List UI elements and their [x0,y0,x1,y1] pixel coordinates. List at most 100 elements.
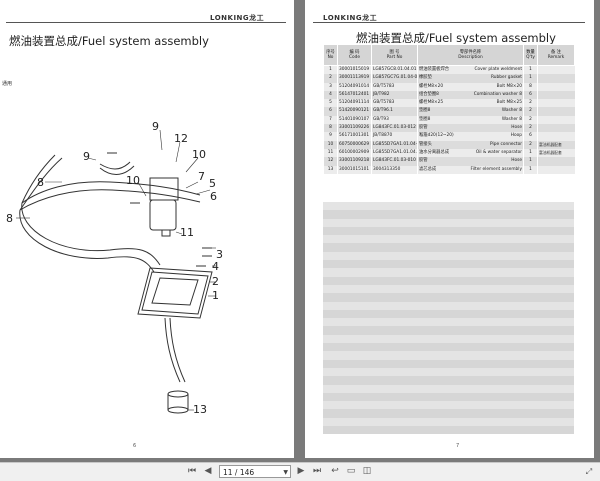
cell-description: 垫圈8 Washer 8 [417,115,524,125]
description-en: Bolt M8×20 [496,83,522,89]
col-part-no: 图 号 Part No [371,44,418,66]
cell-remark [537,165,575,174]
cell-no: 6 [323,107,338,116]
empty-row [323,276,574,285]
empty-row [323,218,574,227]
description-en: Rubber gasket [490,75,522,81]
cell-no: 4 [323,90,338,100]
description-cn: 垫圈8 [419,116,431,122]
cell-part: GB/T96.1 [371,107,418,116]
description-cn: 垫圈8 [419,108,431,114]
description-en: Combination washer 8 [473,91,522,97]
cell-code: 51420090121 [337,107,372,116]
description-en: Washer 8 [501,116,522,122]
cell-no: 5 [323,99,338,108]
cell-remark [537,107,575,116]
cell-remark [537,82,575,91]
brand-logo: LONKING龙工 [210,14,265,22]
single-page-icon[interactable]: ▭ [346,466,356,476]
cell-qty: 2 [523,115,538,125]
cell-qty: 6 [523,132,538,141]
description-cn: 喉箍d20(12~20) [419,133,454,139]
fit-page-icon[interactable]: ⤢ [585,467,593,476]
two-page-icon[interactable]: ◫ [362,466,372,476]
empty-row [323,243,574,252]
description-cn: 螺栓M8×25 [419,100,444,106]
cell-code: 33001109218 [337,157,372,166]
cell-description: 喉箍d20(12~20) Hoop [417,132,524,141]
description-cn: 滤芯总成 [419,166,437,172]
callout-13: 13 [193,403,207,416]
description-cn: 燃油装置板焊合 [419,67,450,72]
empty-row [323,318,574,327]
first-page-icon[interactable]: ⏮ [187,466,197,476]
cell-code: 30001015101 [337,165,372,174]
empty-row [323,343,574,352]
cell-code: 30001113919 [337,74,372,83]
cell-code: 30001015019 [337,65,372,75]
applies-label: 通用 [2,81,13,87]
description-en: Oil & water separator [475,149,522,155]
description-en: Hose [511,158,522,164]
callout-10-right: 10 [192,148,206,161]
cell-part: LG843FC.01.03-010 [371,157,418,166]
col-remark: 备 注 Remark [537,44,575,66]
cell-qty: 1 [523,157,538,166]
empty-row [323,260,574,269]
last-page-icon[interactable]: ⏭ [312,466,322,476]
page-title: 燃油装置总成/Fuel system assembly [9,34,209,48]
page-number: 7 [456,443,460,449]
cell-part: GB/T93 [371,115,418,125]
table-header: 序号 No 编 码 Code 图 号 Part No 零部件名称 Descrip… [323,44,575,66]
callout-10-left: 10 [126,174,140,187]
table-row: 230001113919LG857GC7G.01.04-001橡胶垫Rubber… [323,74,575,83]
empty-row [323,351,574,360]
empty-row [323,251,574,261]
callout-12: 12 [174,132,188,145]
cell-part: GB/T5783 [371,82,418,91]
empty-row [323,235,574,244]
cell-code: 56147012401 [337,90,372,100]
cell-no: 12 [323,157,338,166]
description-en: Hoop [510,133,522,139]
cell-remark [537,90,575,100]
cell-code: 60750000629 [337,140,372,149]
cell-no: 9 [323,132,338,141]
next-page-icon[interactable]: ▶ [297,466,305,476]
cell-no: 10 [323,140,338,149]
back-icon[interactable]: ↩ [331,466,339,476]
cell-remark [537,65,575,75]
empty-row [323,301,574,310]
chevron-down-icon[interactable]: ▼ [283,469,288,476]
cell-part: LG857GC8.01.04.01 [371,65,418,75]
empty-row [323,376,574,385]
description-cn: 螺栓M8×20 [419,83,444,89]
empty-row [323,384,574,393]
callout-1: 1 [212,289,219,302]
cell-part: LG843FC.01.03-012 [371,124,418,133]
prev-page-icon[interactable]: ◀ [204,466,212,476]
cell-code: 51204091114 [337,99,372,108]
callout-4: 4 [212,260,219,273]
callout-2: 2 [212,275,219,288]
cell-qty: 1 [523,65,538,75]
cell-part: JB/T982 [371,90,418,100]
cell-no: 13 [323,165,338,174]
cell-qty: 2 [523,99,538,108]
page-indicator-field[interactable]: 11 / 146 ▼ [219,465,291,478]
brand-logo: LONKING龙工 [323,14,378,22]
empty-row [323,359,574,368]
right-page: LONKING龙工 燃油装置总成/Fuel system assembly 序号… [305,0,594,458]
description-en: Washer 8 [501,108,522,114]
cell-part: GB/T5783 [371,99,418,108]
